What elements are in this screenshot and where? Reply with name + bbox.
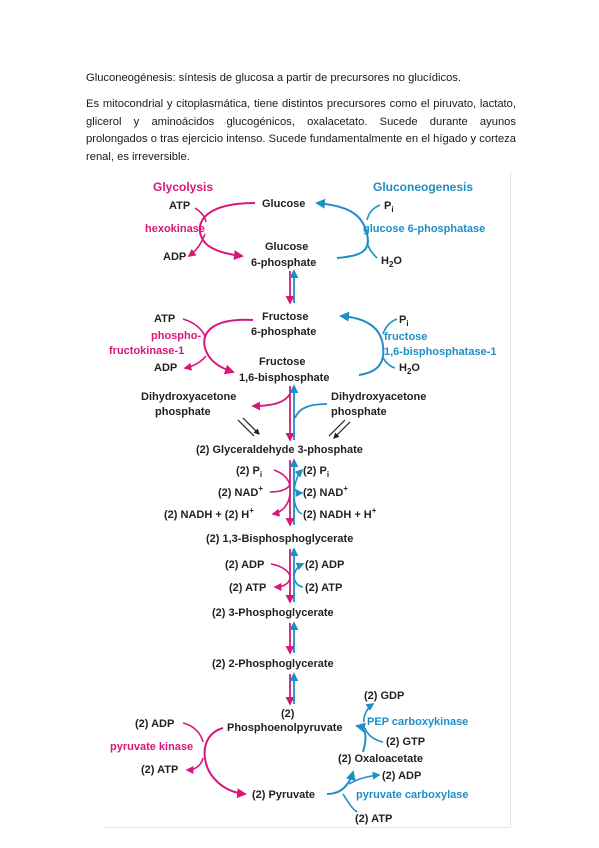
pfk1-label-1: phospho- — [151, 330, 201, 342]
fbpase-pi-branch — [382, 318, 398, 335]
pepck-gtp: (2) GTP — [386, 736, 425, 748]
bpg-label: (2) 1,3-Bisphosphoglycerate — [206, 533, 353, 545]
fbpase1-arrow — [339, 311, 385, 376]
intro-text: Gluconeogénesis: síntesis de glucosa a p… — [86, 72, 461, 84]
hk-atp: ATP — [169, 200, 190, 212]
pfk-atp-branch — [182, 318, 206, 337]
gapdh-nad-left-branch — [269, 483, 291, 493]
pyruvate-carboxylase-label: pyruvate carboxylase — [356, 789, 469, 801]
gapdh-pi-left: (2) Pi — [236, 465, 262, 479]
hexokinase-arrow — [198, 202, 256, 261]
pgk-adp-right-branch — [293, 562, 305, 577]
glucose-6-phosphate-label-1: Glucose — [265, 241, 308, 253]
g6pase-h2o: H2O — [381, 255, 402, 269]
pfk-adp-branch — [183, 355, 207, 371]
pep-label-1: (2) — [281, 708, 295, 720]
oxaloacetate-label: (2) Oxaloacetate — [338, 753, 423, 765]
gapdh-nadh-left-branch — [271, 493, 291, 517]
fructose-6-phosphate-label-1: Fructose — [262, 311, 308, 323]
pgk-atp-right-branch — [293, 577, 304, 588]
pgk-atp-right: (2) ATP — [305, 582, 342, 594]
fbpase-h2o: H2O — [399, 362, 420, 376]
fructose-bisphosphate-label-2: 1,6-bisphosphate — [239, 372, 329, 384]
pc-adp: (2) ADP — [382, 770, 421, 782]
pfk-adp: ADP — [154, 362, 177, 374]
pepck-main-arrow — [355, 722, 367, 753]
tpi-right-line-2 — [333, 421, 351, 439]
hk-adp: ADP — [163, 251, 186, 263]
g6pase-h2o-branch — [366, 241, 378, 259]
pg3-label: (2) 3-Phosphoglycerate — [212, 607, 334, 619]
gap-label: (2) Glyceraldehyde 3-phosphate — [196, 444, 363, 456]
gapdh-nad-left: (2) NAD+ — [218, 484, 263, 499]
glucose-6-phosphatase-label: glucose 6-phosphatase — [363, 223, 485, 235]
pc-main-arrow — [326, 770, 356, 795]
pep-label-2: Phosphoenolpyruvate — [227, 722, 343, 734]
dhap-left-label-2: phosphate — [155, 406, 211, 418]
pep-carboxykinase-label: PEP carboxykinase — [367, 716, 468, 728]
pg2-label: (2) 2-Phosphoglycerate — [212, 658, 334, 670]
fbpase-h2o-branch — [382, 357, 396, 369]
pk-atp-branch — [185, 757, 204, 774]
fructose-bisphosphate-label-1: Fructose — [259, 356, 305, 368]
tpi-left-line-1 — [237, 419, 255, 437]
glycolysis-header: Glycolysis — [153, 180, 213, 194]
hk-atp-branch — [194, 207, 207, 223]
pgk-atp-left: (2) ATP — [229, 582, 266, 594]
fructose-6-phosphate-label-2: 6-phosphate — [251, 326, 316, 338]
pgk-adp-left-branch — [270, 563, 291, 577]
aldolase-dhap-right-arrow — [294, 403, 328, 419]
fbpase-pi: Pi — [399, 314, 409, 328]
g6pase-pi-branch — [366, 204, 381, 221]
pathway-svg: Glycolysis Gluconeogenesis Glucose Gluco… — [109, 180, 496, 825]
fbpase1-label-2: 1,6-bisphosphatase-1 — [384, 346, 496, 358]
pfk1-label-2: fructokinase-1 — [109, 345, 184, 357]
pgk-adp-left: (2) ADP — [225, 559, 264, 571]
pk-adp-branch — [182, 722, 204, 743]
hk-adp-branch — [187, 233, 206, 257]
pc-atp: (2) ATP — [355, 813, 392, 825]
pyruvate-label: (2) Pyruvate — [252, 789, 315, 801]
gluconeogenesis-diagram: Glycolysis Gluconeogenesis Glucose Gluco… — [105, 172, 511, 828]
glucose-6-phosphate-label-2: 6-phosphate — [251, 257, 316, 269]
g6pase-arrow — [315, 198, 369, 259]
pfk1-arrow — [203, 318, 254, 375]
hexokinase-label: hexokinase — [145, 223, 205, 235]
pepck-gdp-branch — [363, 703, 375, 723]
fbpase1-label-1: fructose — [384, 331, 427, 343]
gapdh-pi-left-branch — [273, 469, 291, 487]
pk-adp: (2) ADP — [135, 718, 174, 730]
dhap-right-label-2: phosphate — [331, 406, 387, 418]
gapdh-nadh-right: (2) NADH + H+ — [303, 506, 377, 521]
pfk-atp: ATP — [154, 313, 175, 325]
gapdh-nad-right-branch — [293, 487, 304, 497]
gapdh-nadh-right-branch — [293, 497, 303, 515]
gapdh-nadh-left: (2) NADH + (2) H+ — [164, 506, 254, 521]
pyruvate-kinase-label: pyruvate kinase — [110, 741, 193, 753]
pc-adp-branch — [348, 771, 381, 785]
g6pase-pi: Pi — [384, 200, 394, 214]
dhap-left-label-1: Dihydroxyacetone — [141, 391, 236, 403]
pgk-adp-right: (2) ADP — [305, 559, 344, 571]
pgk-atp-left-branch — [273, 577, 291, 591]
tpi-right-line-1 — [328, 419, 346, 437]
glucose-label: Glucose — [262, 198, 305, 210]
gluconeogenesis-header: Gluconeogenesis — [373, 180, 473, 194]
aldolase-dhap-left-arrow — [251, 393, 291, 411]
description-paragraph: Es mitocondrial y citoplasmática, tiene … — [86, 98, 516, 163]
pc-atp-branch — [342, 793, 358, 813]
pepck-gdp: (2) GDP — [364, 690, 404, 702]
dhap-right-label-1: Dihydroxyacetone — [331, 391, 426, 403]
tpi-left-line-2 — [242, 417, 260, 435]
gapdh-nad-right: (2) NAD+ — [303, 484, 348, 499]
gapdh-pi-right: (2) Pi — [303, 465, 329, 479]
pk-atp: (2) ATP — [141, 764, 178, 776]
pepck-gtp-branch — [364, 727, 384, 743]
pyruvate-kinase-arrow — [203, 727, 247, 799]
gapdh-pi-right-branch — [293, 468, 304, 491]
